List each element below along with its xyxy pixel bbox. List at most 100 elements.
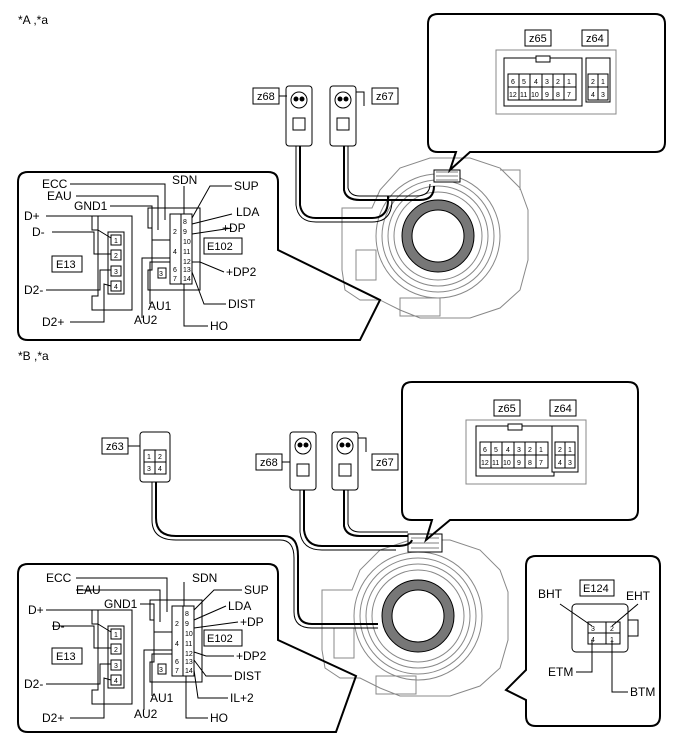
svg-text:3: 3 (114, 663, 118, 670)
svg-text:4: 4 (591, 637, 595, 644)
svg-text:11: 11 (492, 460, 499, 467)
tag-z67-a (371, 87, 399, 105)
svg-text:8: 8 (185, 611, 189, 618)
svg-text:10: 10 (185, 631, 193, 638)
svg-text:12: 12 (509, 92, 517, 99)
pin-sdn-b: SDN (192, 571, 217, 585)
pin-ho-b: HO (210, 711, 228, 725)
svg-text:1: 1 (539, 447, 543, 454)
svg-text:3: 3 (591, 626, 595, 633)
pin-dp-a: +DP (222, 221, 246, 235)
svg-text:9: 9 (545, 92, 549, 99)
pin-au1-b: AU1 (150, 691, 174, 705)
label-z65-a: z65 (529, 33, 547, 45)
pin-d2minus-a: D2- (24, 283, 43, 297)
svg-text:1: 1 (114, 238, 118, 245)
e102-tag-a: E102 (207, 241, 233, 253)
svg-text:1: 1 (568, 447, 572, 454)
svg-text:2: 2 (114, 253, 118, 260)
svg-text:4: 4 (534, 79, 538, 86)
svg-text:2: 2 (558, 447, 562, 454)
svg-text:7: 7 (173, 276, 177, 283)
svg-text:1: 1 (567, 79, 571, 86)
tag-z64-a (581, 29, 609, 47)
svg-text:7: 7 (567, 92, 571, 99)
label-z68-a: z68 (257, 91, 275, 103)
svg-text:3: 3 (545, 79, 549, 86)
connector-z68-a (285, 85, 313, 147)
pin-d2plus-a: D2+ (42, 315, 64, 329)
svg-text:2: 2 (173, 229, 177, 236)
pin-lda-a: LDA (236, 205, 259, 219)
pin-etm-b: ETM (548, 665, 573, 679)
tag-z64-b (549, 399, 577, 417)
pin-sdn-a: SDN (172, 173, 197, 187)
svg-text:4: 4 (114, 284, 118, 291)
svg-text:8: 8 (183, 219, 187, 226)
tag-z65-b (493, 399, 521, 417)
svg-text:3: 3 (147, 466, 151, 473)
svg-text:6: 6 (511, 79, 515, 86)
label-z63-b: z63 (106, 441, 124, 453)
svg-text:9: 9 (185, 621, 189, 628)
pin-il2-b: IL+2 (230, 691, 254, 705)
callout-e124-b: 3 2 4 1 (504, 555, 661, 727)
pin-d2minus-b: D2- (24, 677, 43, 691)
svg-text:9: 9 (517, 460, 521, 467)
svg-text:2: 2 (610, 626, 614, 633)
inset-e13-e102-a: 1 2 3 4 3 2 4 6 7 8 9 10 11 12 13 14 (17, 171, 382, 341)
svg-text:12: 12 (183, 259, 191, 266)
pin-eau-a: EAU (47, 189, 72, 203)
tag-z65-a (524, 29, 552, 47)
svg-text:14: 14 (183, 276, 191, 283)
pin-dplus-b: D+ (28, 603, 44, 617)
svg-text:6: 6 (483, 447, 487, 454)
pin-au2-b: AU2 (134, 707, 158, 721)
connector-z63-b: 1 2 3 4 (139, 431, 171, 483)
pin-dminus-b: D- (52, 619, 65, 633)
label-z65-b: z65 (498, 403, 516, 415)
e102-tag-b: E102 (207, 633, 233, 645)
label-z67-b: z67 (376, 457, 394, 469)
svg-text:7: 7 (539, 460, 543, 467)
pin-sup-a: SUP (234, 179, 259, 193)
pin-ecc-a: ECC (42, 177, 68, 191)
pin-btm-b: BTM (630, 685, 655, 699)
pin-dp2-a: +DP2 (226, 265, 257, 279)
e124-tag-b: E124 (583, 583, 609, 595)
svg-text:1: 1 (114, 632, 118, 639)
pin-eau-b: EAU (76, 583, 101, 597)
connector-z67-b (331, 431, 367, 491)
svg-text:8: 8 (528, 460, 532, 467)
svg-text:6: 6 (173, 267, 177, 274)
variant-label-b: *B ,*a (18, 349, 49, 363)
spiral-cable-b (321, 533, 509, 697)
svg-text:11: 11 (520, 92, 527, 99)
tag-z67-b (371, 453, 399, 471)
svg-text:4: 4 (173, 249, 177, 256)
svg-text:14: 14 (185, 668, 193, 675)
pin-d2plus-b: D2+ (42, 711, 64, 725)
svg-text:3: 3 (601, 92, 605, 99)
svg-text:13: 13 (185, 659, 193, 666)
variant-label-a: *A ,*a (18, 13, 48, 27)
pin-dp-b: +DP (240, 615, 264, 629)
label-z68-b: z68 (260, 457, 278, 469)
z65-pin-grid-a: 6 5 4 3 2 1 12 11 10 9 8 7 (507, 73, 577, 101)
svg-text:4: 4 (558, 460, 562, 467)
label-z67-a: z67 (376, 91, 394, 103)
svg-text:2: 2 (556, 79, 560, 86)
svg-text:11: 11 (183, 249, 190, 256)
svg-text:3: 3 (159, 271, 163, 278)
z64-pin-grid-b: 2 1 4 3 (554, 441, 576, 469)
pin-dist-a: DIST (228, 297, 256, 311)
svg-text:10: 10 (531, 92, 539, 99)
pin-ecc-b: ECC (46, 571, 72, 585)
svg-text:2: 2 (158, 454, 162, 461)
pin-eht-b: EHT (626, 589, 651, 603)
pin-gnd1-b: GND1 (104, 597, 138, 611)
svg-text:2: 2 (528, 447, 532, 454)
svg-text:6: 6 (175, 659, 179, 666)
pin-dplus-a: D+ (24, 209, 40, 223)
